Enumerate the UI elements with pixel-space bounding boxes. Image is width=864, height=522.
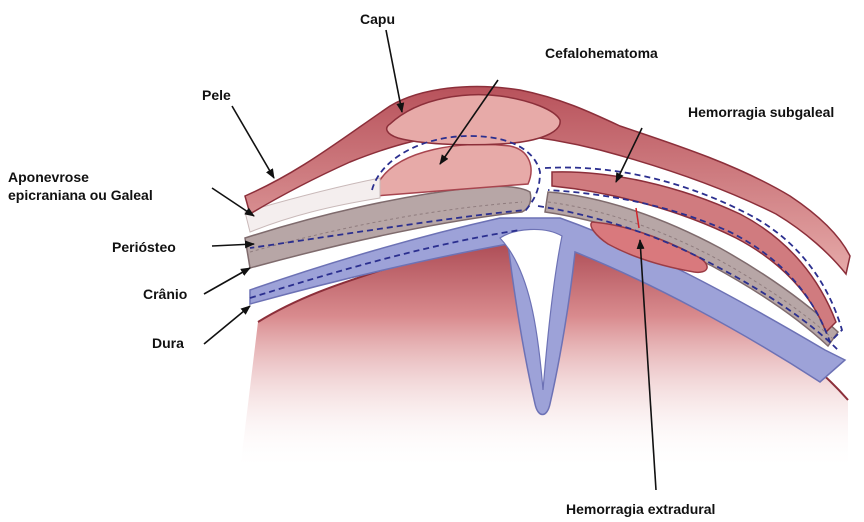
label-dura: Dura	[152, 334, 184, 352]
arrow-pele	[232, 106, 274, 178]
label-cranio: Crânio	[143, 285, 187, 303]
label-capu: Capu	[360, 10, 395, 28]
arrow-dura	[204, 306, 250, 344]
label-periosteo: Periósteo	[112, 238, 176, 256]
label-aponevrose-line2: epicraniana ou Galeal	[8, 186, 153, 204]
label-aponevrose: Aponevrose epicraniana ou Galeal	[8, 168, 153, 204]
label-hemorragia-subgaleal: Hemorragia subgaleal	[688, 103, 834, 121]
arrow-cranio	[204, 268, 250, 294]
arrow-capu	[386, 30, 402, 112]
label-cefalohematoma: Cefalohematoma	[545, 44, 658, 62]
label-aponevrose-line1: Aponevrose	[8, 168, 153, 186]
label-pele: Pele	[202, 86, 231, 104]
label-hemorragia-extradural: Hemorragia extradural	[566, 500, 715, 518]
